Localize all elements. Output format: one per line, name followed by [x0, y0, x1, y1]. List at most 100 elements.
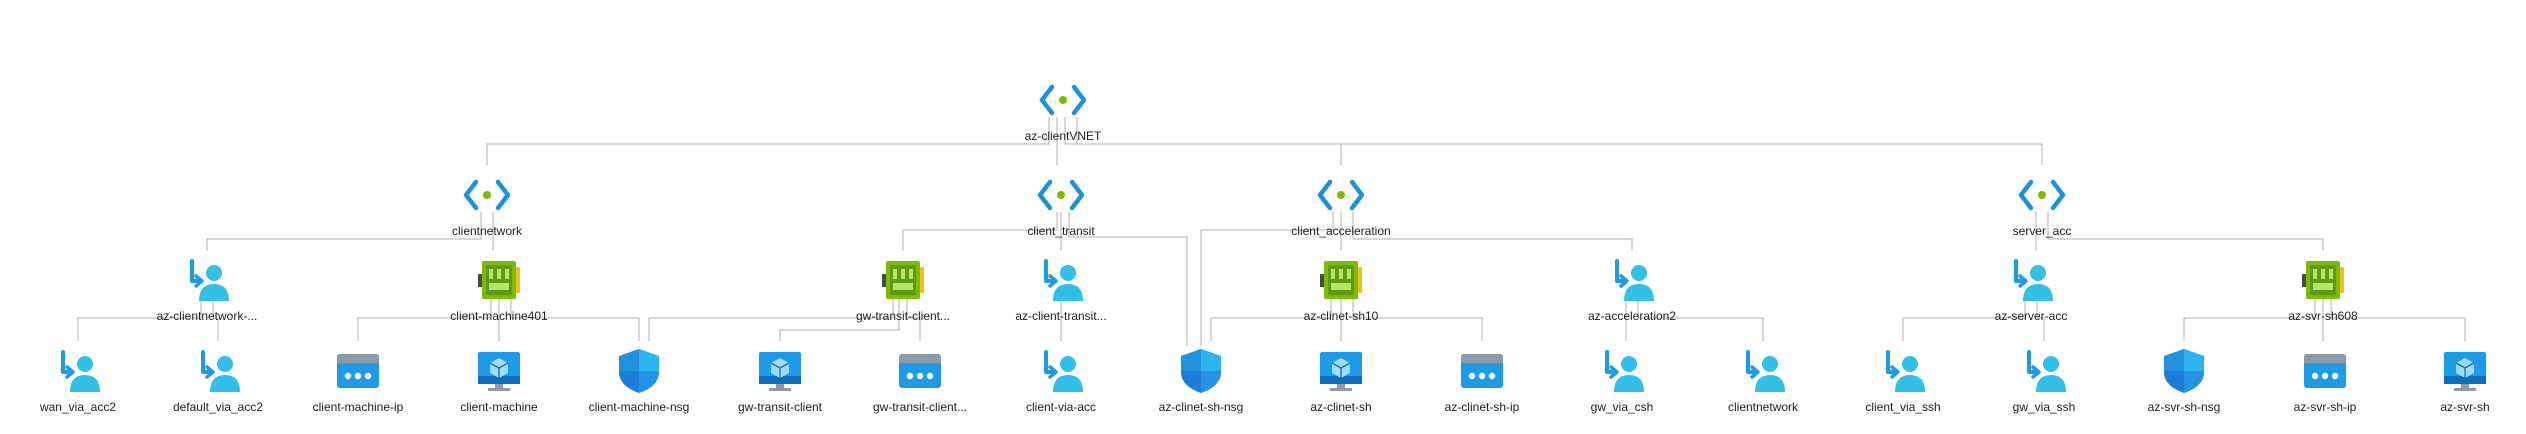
connector-line [212, 297, 219, 341]
node-label: az-clinet-sh-nsg [1158, 400, 1244, 414]
node-az-clientvnet[interactable]: az-clientVNET [953, 75, 1173, 143]
virtual-machine-icon [759, 352, 801, 391]
route-icon [201, 350, 240, 392]
connector-line [2183, 297, 2316, 341]
node-label: server_acc [2012, 224, 2072, 238]
node-az-client-transit-rt[interactable]: az-client-transit... [951, 255, 1171, 323]
connector-line [2330, 297, 2466, 341]
node-label: client-machine401 [450, 309, 548, 323]
route-icon [1886, 350, 1925, 392]
virtual-machine-icon [2444, 352, 2486, 391]
node-label: az-server-acc [1994, 309, 2068, 323]
node-az-svr-sh[interactable]: az-svr-sh [2355, 346, 2526, 414]
node-label: client_acceleration [1291, 224, 1391, 238]
route-icon [1044, 350, 1083, 392]
node-client-machine-ip[interactable]: client-machine-ip [248, 346, 468, 414]
node-client-acceleration-subnet[interactable]: client_acceleration [1231, 170, 1451, 238]
route-icon [2027, 350, 2066, 392]
virtual-network-icon [1317, 179, 1365, 211]
node-wan-via-acc2[interactable]: wan_via_acc2 [0, 346, 188, 414]
node-server-acc-subnet[interactable]: server_acc [1932, 170, 2152, 238]
network-interface-icon [2302, 261, 2344, 299]
route-table-icon [1615, 259, 1654, 301]
connector-line [906, 297, 921, 341]
node-label: gw-transit-client... [872, 400, 968, 414]
node-az-svr-sh-ip[interactable]: az-svr-sh-ip [2215, 346, 2435, 414]
node-label: az-svr-sh-ip [2293, 400, 2357, 414]
node-clientnetwork-route[interactable]: clientnetwork [1653, 346, 1873, 414]
node-az-acceleration2[interactable]: az-acceleration2 [1522, 255, 1742, 323]
node-label: az-client-transit... [1015, 309, 1107, 323]
node-label: az-clientnetwork-... [156, 309, 258, 323]
route-table-icon [190, 259, 229, 301]
public-ip-icon [899, 354, 941, 388]
connector-line [902, 212, 1058, 251]
node-gw-transit-client-nic[interactable]: gw-transit-client... [793, 255, 1013, 323]
node-label: gw-transit-client... [855, 309, 951, 323]
public-ip-icon [337, 354, 379, 388]
connector-line [1352, 297, 1483, 341]
connector-line [1068, 212, 1188, 346]
virtual-network-icon [463, 179, 511, 211]
route-icon [1746, 350, 1785, 392]
connector-line [648, 297, 894, 341]
node-gw-via-csh[interactable]: gw_via_csh [1512, 346, 1732, 414]
node-label: client_transit [1027, 224, 1095, 238]
connector-line [779, 297, 900, 341]
node-az-svr-sh-nsg[interactable]: az-svr-sh-nsg [2074, 346, 2294, 414]
node-label: client_via_ssh [1865, 400, 1941, 414]
node-az-clinet-sh10[interactable]: az-clinet-sh10 [1231, 255, 1451, 323]
route-table-icon [2014, 259, 2053, 301]
node-az-clinet-sh[interactable]: az-clinet-sh [1231, 346, 1451, 414]
node-label: az-svr-sh608 [2288, 309, 2358, 323]
node-label: az-clientVNET [1024, 129, 1102, 143]
node-client-transit-subnet[interactable]: client_transit [951, 170, 1171, 238]
node-label: default_via_acc2 [172, 400, 264, 414]
connector-line [1637, 297, 1764, 341]
node-az-svr-sh608[interactable]: az-svr-sh608 [2213, 255, 2433, 323]
virtual-network-icon [1037, 179, 1085, 211]
connector-line [1902, 297, 2026, 341]
public-ip-icon [2304, 354, 2346, 388]
connector-line [77, 297, 202, 341]
node-client-machine[interactable]: client-machine [389, 346, 609, 414]
virtual-machine-icon [1320, 352, 1362, 391]
connector-line [486, 117, 1050, 165]
public-ip-icon [1461, 354, 1503, 388]
node-label: az-acceleration2 [1587, 309, 1677, 323]
node-label: clientnetwork [1727, 400, 1799, 414]
node-client-machine401[interactable]: client-machine401 [389, 255, 609, 323]
node-az-clinet-sh-nsg[interactable]: az-clinet-sh-nsg [1091, 346, 1311, 414]
node-label: client-machine-ip [312, 400, 404, 414]
node-az-server-acc[interactable]: az-server-acc [1921, 255, 2141, 323]
node-default-via-acc2[interactable]: default_via_acc2 [108, 346, 328, 414]
node-gw-transit-client-ip[interactable]: gw-transit-client... [810, 346, 1030, 414]
connector-line [357, 297, 492, 341]
connector-line [510, 297, 640, 341]
node-label: az-clinet-sh [1310, 400, 1372, 414]
virtual-network-icon [1039, 84, 1087, 116]
node-label: client-machine-nsg [588, 400, 690, 414]
node-gw-transit-client-vm[interactable]: gw-transit-client [670, 346, 890, 414]
virtual-machine-icon [478, 352, 520, 391]
node-client-via-acc[interactable]: client-via-acc [951, 346, 1171, 414]
node-client-via-ssh[interactable]: client_via_ssh [1793, 346, 2013, 414]
node-clientnetwork-subnet[interactable]: clientnetwork [377, 170, 597, 238]
connector-line [206, 212, 482, 251]
node-label: az-svr-sh-nsg [2147, 400, 2221, 414]
connector-line [1076, 117, 2043, 165]
connector-line [1210, 297, 1332, 341]
node-gw-via-ssh[interactable]: gw_via_ssh [1934, 346, 2154, 414]
connector-line [2036, 297, 2045, 341]
route-icon [61, 350, 100, 392]
node-az-clinet-sh-ip[interactable]: az-clinet-sh-ip [1372, 346, 1592, 414]
node-label: wan_via_acc2 [39, 400, 117, 414]
node-label: client-machine [460, 400, 538, 414]
node-label: gw-transit-client [737, 400, 823, 414]
node-client-machine-nsg[interactable]: client-machine-nsg [529, 346, 749, 414]
node-az-clientnetwork-rt[interactable]: az-clientnetwork-... [97, 255, 317, 323]
node-label: gw_via_csh [1590, 400, 1654, 414]
connector-line [1200, 212, 1334, 346]
node-label: gw_via_ssh [2012, 400, 2076, 414]
